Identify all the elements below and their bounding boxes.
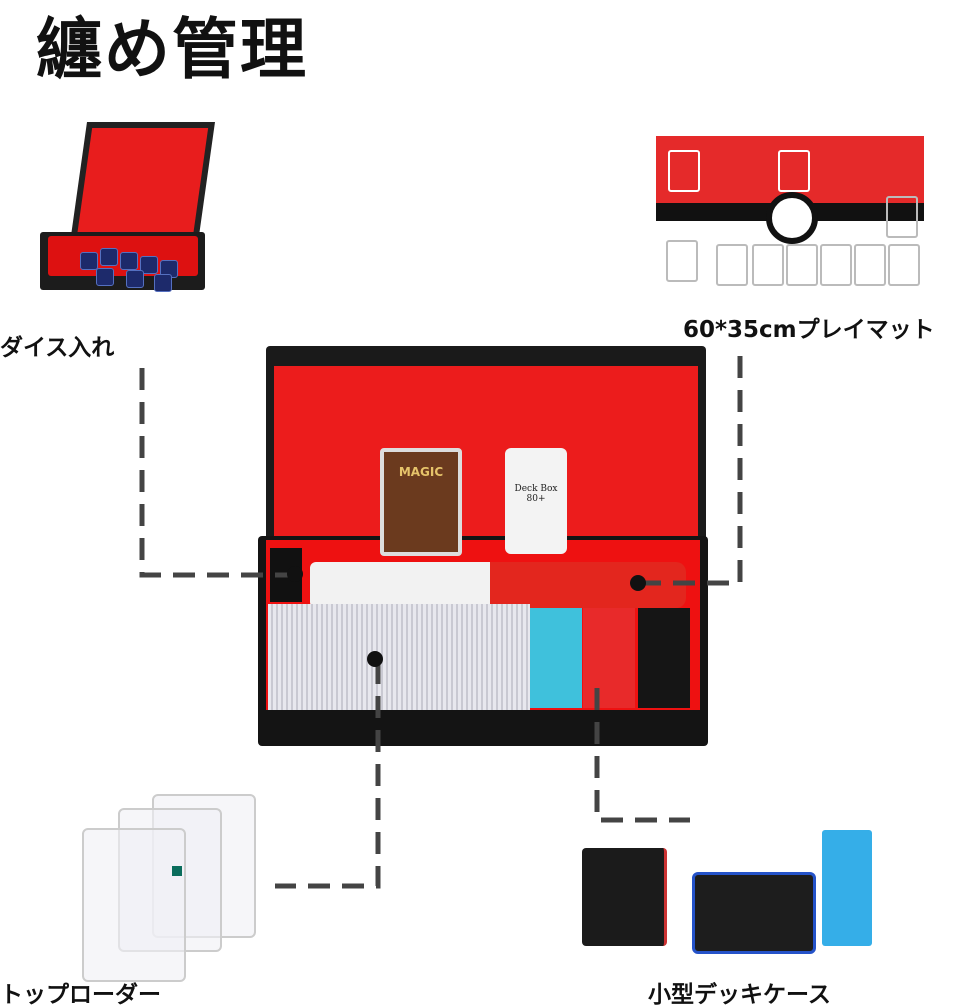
deck-box: Deck Box 80+ (505, 448, 567, 554)
deckcase-leader (594, 688, 690, 823)
playmat-tube (310, 562, 490, 608)
dot-marker (630, 575, 646, 591)
card-stack (268, 604, 530, 710)
red-deck-case (583, 608, 635, 708)
page-title: 纏め管理 (36, 11, 308, 88)
deck-case-label: 小型デッキケース (648, 982, 831, 1008)
toploader-label: トップローダー (0, 982, 161, 1008)
blue-deck-case (530, 608, 582, 708)
playmat-label: 60*35cmプレイマット (683, 317, 935, 343)
black-deck-case (638, 608, 690, 708)
dice-leader (139, 368, 292, 578)
card-in-sleeve: MAGIC (380, 448, 462, 556)
toploader-leader (275, 662, 381, 889)
dot-marker (287, 566, 303, 582)
dot-marker (367, 651, 383, 667)
dice-label: ダイス入れ (0, 335, 115, 361)
playmat-leader (642, 356, 743, 586)
